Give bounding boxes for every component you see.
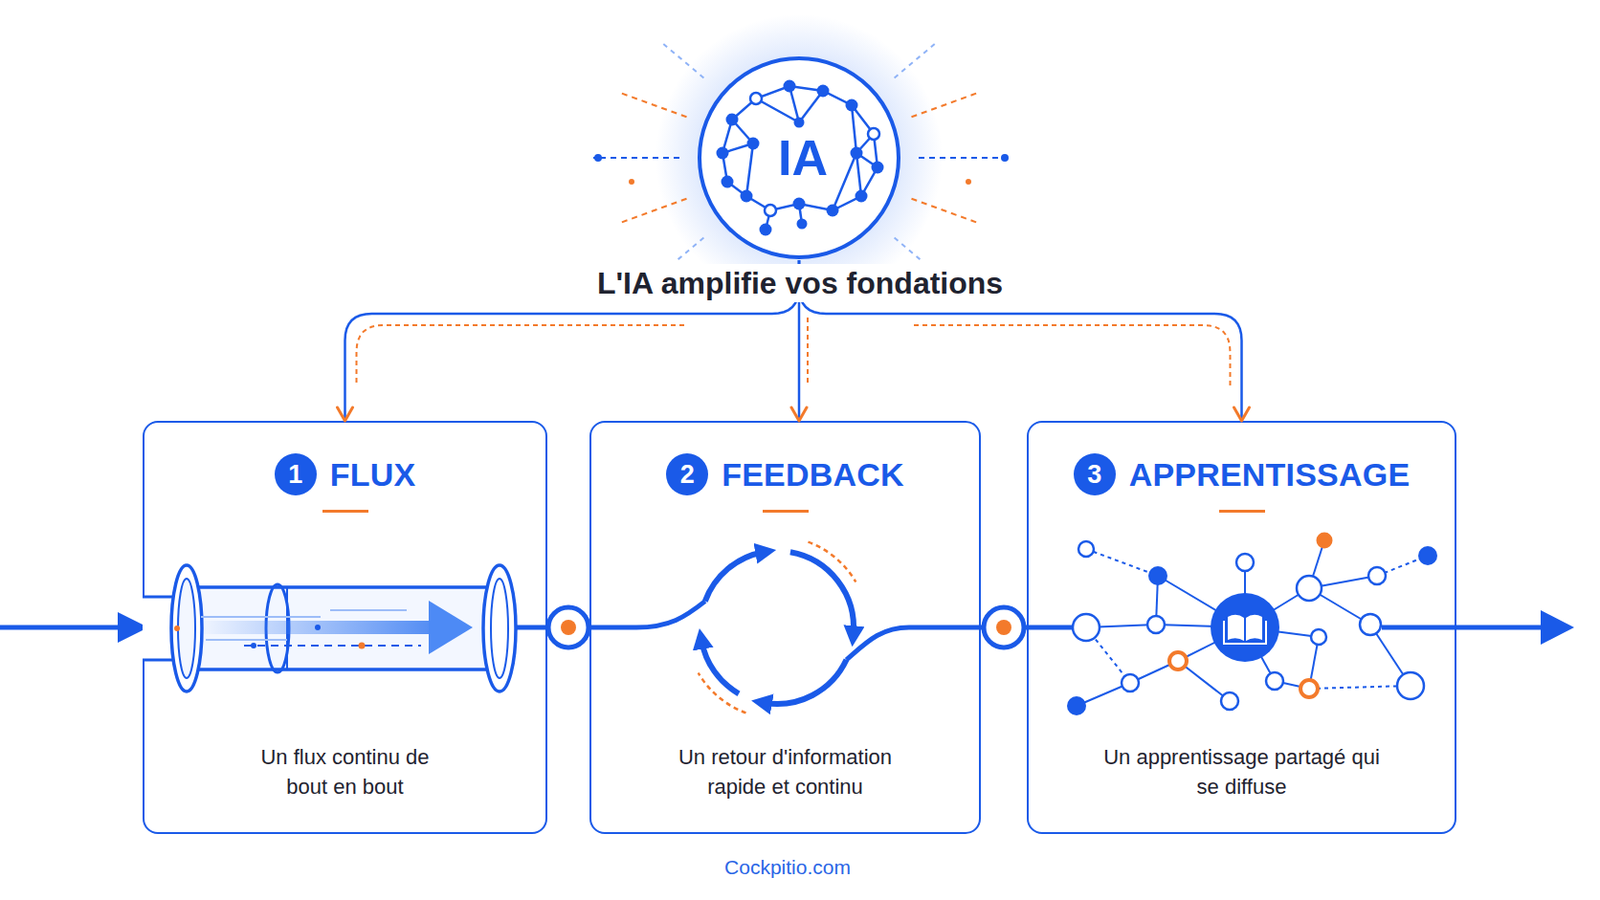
heading-underline — [762, 510, 809, 513]
ai-rays — [593, 41, 1005, 263]
heading-row: 3 APPRENTISSAGE — [1028, 453, 1455, 496]
description-wrap: Un apprentissage partagé qui se diffuse — [1028, 742, 1455, 802]
pillar-description: Un flux continu de bout en bout — [256, 742, 434, 802]
heading-row: 1 FLUX — [144, 453, 546, 496]
heading-row: 2 FEEDBACK — [591, 453, 979, 496]
diagram-title: L'IA amplifie vos fondations — [583, 264, 1017, 303]
watermark: Cockpitio.com — [596, 856, 979, 880]
badge-number: 2 — [666, 453, 709, 496]
junction-ring — [548, 607, 589, 648]
heading-underline — [322, 510, 369, 513]
accent-dash — [913, 325, 1231, 387]
pillar-heading: FLUX — [330, 456, 417, 494]
pillar-description: Un retour d'information rapide et contin… — [651, 742, 920, 802]
junction-dot — [996, 620, 1012, 636]
badge-number: 1 — [274, 453, 317, 496]
description-wrap: Un flux continu de bout en bout — [144, 742, 546, 802]
junction-ring — [983, 607, 1024, 648]
pillar-description: Un apprentissage partagé qui se diffuse — [1098, 742, 1386, 802]
flow-connector — [547, 625, 590, 631]
ai-label: IA — [696, 55, 902, 261]
ai-circle: IA — [696, 55, 902, 261]
accent-dash — [806, 317, 809, 387]
pillar-box: 2 FEEDBACK Un retour d'information rapide … — [589, 421, 981, 835]
accent-dash — [356, 325, 686, 387]
pillar-box: 1 FLUX Un flux continu de bout en bout — [142, 421, 548, 835]
title-row: L'IA amplifie vos fondations — [0, 264, 1600, 303]
pillar-heading: FEEDBACK — [721, 456, 905, 494]
pillar-box: 3 APPRENTISSAGE Un apprentissage partagé q… — [1026, 421, 1457, 835]
ai-glow — [655, 14, 943, 302]
badge-number: 3 — [1073, 453, 1116, 496]
connector-group — [980, 607, 1027, 648]
description-wrap: Un retour d'information rapide et contin… — [591, 742, 979, 802]
pillar-heading: APPRENTISSAGE — [1129, 456, 1411, 494]
heading-underline — [1219, 510, 1266, 513]
flow-line — [0, 612, 149, 644]
flow-connector — [980, 625, 1027, 631]
junction-dot — [560, 620, 577, 636]
connector-group — [547, 607, 590, 648]
